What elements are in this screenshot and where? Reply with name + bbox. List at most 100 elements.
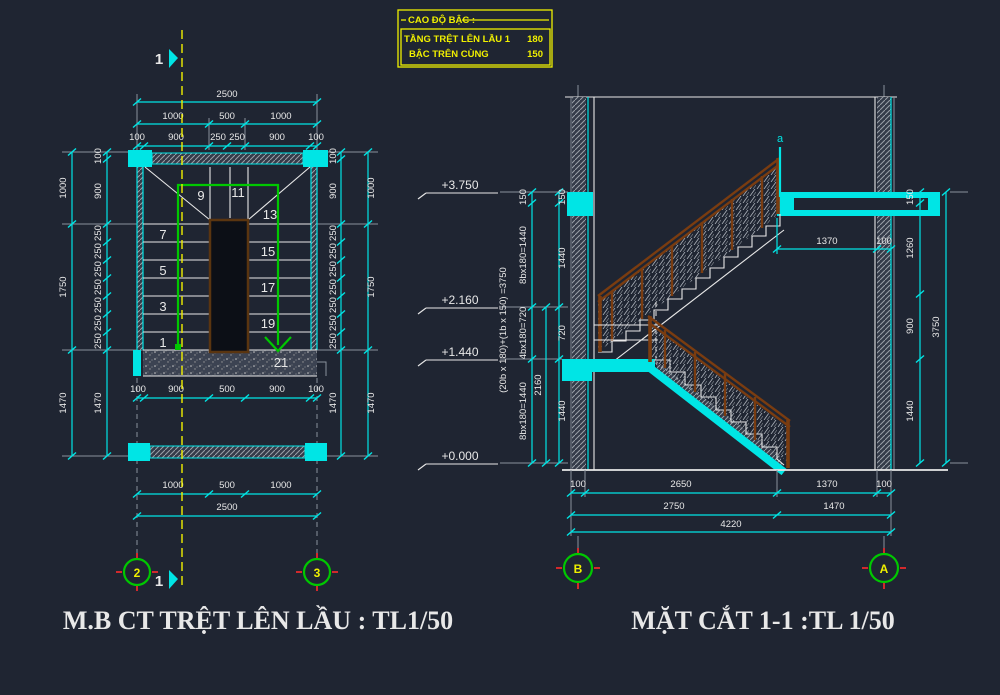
dim-label: 250 — [328, 315, 339, 331]
dim-label: 250 — [93, 261, 104, 277]
dim-label: 100 — [876, 236, 892, 247]
section-dims-right: 150 1260 900 1440 3750 — [905, 187, 968, 468]
dim-label: 100 — [570, 479, 586, 490]
dim-label: 900 — [168, 384, 184, 395]
dim-label: 1470 — [93, 392, 104, 413]
dim-label: 900 — [269, 132, 285, 143]
legend-row1-value: 180 — [527, 34, 543, 45]
dim-label: 2160 — [533, 374, 544, 395]
elevation-label: +1.440 — [441, 345, 478, 359]
dim-label: 1370 — [816, 236, 837, 247]
dim-label: 900 — [93, 183, 104, 199]
dim-label: 250 — [93, 225, 104, 241]
grid-bubble-label: B — [574, 562, 583, 576]
dim-label: 250 — [93, 315, 104, 331]
section-cut-label-top: 1 — [155, 51, 163, 68]
handrail-upper — [597, 157, 781, 297]
step-number: 21 — [274, 355, 288, 370]
dim-label: 250 — [328, 225, 339, 241]
section-detail-marker: a — [777, 133, 784, 197]
section-dims-landing: 1370 100 — [772, 218, 896, 254]
plan-title: M.B CT TRỆT LÊN LẦU : TL1/50 — [63, 606, 453, 635]
dim-label: 2650 — [670, 479, 691, 490]
dim-label: 250 — [328, 297, 339, 313]
stair-stringer — [647, 364, 787, 476]
step-number: 17 — [261, 280, 275, 295]
plan-grid-bubbles: 2 3 — [116, 553, 338, 591]
legend-title: CAO ĐỘ BẬC : — [408, 14, 475, 26]
dim-label: 720 — [557, 325, 568, 341]
elevation-label: +2.160 — [441, 293, 478, 307]
plan-ground-hatch — [143, 350, 317, 376]
step-number: 3 — [159, 299, 166, 314]
section-cut-label-bottom: 1 — [155, 573, 163, 590]
elevation-label: +3.750 — [441, 178, 478, 192]
legend-row1-label: TẦNG TRỆT LÊN LẦU 1 — [404, 33, 511, 45]
step-number: 5 — [159, 263, 166, 278]
dim-label: 1750 — [58, 276, 69, 297]
legend-row2-value: 150 — [527, 49, 543, 60]
grid-bubble-label: 3 — [314, 566, 321, 580]
dim-label: 100 — [130, 384, 146, 395]
dim-label: 250 — [93, 279, 104, 295]
dim-label: 100 — [328, 148, 339, 164]
dim-label: 1370 — [816, 479, 837, 490]
stair-section-view: a 1370 100 +3.750 +2.160 +1.440 +0.000 (… — [417, 85, 968, 635]
dim-label: 1000 — [270, 480, 291, 491]
section-dims-left: 150 8bx180=1440 4bx180=720 8bx180=1440 2… — [518, 187, 568, 468]
plan-stair-void — [208, 218, 250, 354]
dim-label: 100 — [93, 148, 104, 164]
dim-label: 1750 — [366, 276, 377, 297]
step-number: 19 — [261, 316, 275, 331]
dim-label: 900 — [328, 183, 339, 199]
step-number: 11 — [231, 185, 245, 200]
elevation-label: +0.000 — [441, 449, 478, 463]
legend-box: CAO ĐỘ BẬC : TẦNG TRỆT LÊN LẦU 1 180 BẬC… — [397, 9, 553, 68]
dim-label: 1000 — [162, 111, 183, 122]
dim-label: 100 — [876, 479, 892, 490]
dim-label: 1470 — [366, 392, 377, 413]
dim-label: 900 — [168, 132, 184, 143]
step-number: 13 — [263, 207, 277, 222]
plan-stair-treads — [143, 166, 317, 377]
section-grid-bubbles: B A — [556, 536, 906, 589]
dim-label: 150 — [518, 189, 529, 205]
plan-extension-lines — [62, 94, 378, 556]
plan-dims-bottom: 100 900 500 900 100 1000 500 1000 2500 — [128, 384, 327, 521]
dim-label: 250 — [93, 333, 104, 349]
plan-walls — [128, 150, 328, 376]
riser-note: (20b x 180)+(1b x 150) =3750 — [498, 267, 509, 393]
section-walls — [565, 85, 897, 470]
dim-label: 1260 — [905, 237, 916, 258]
dim-label: 8bx180=1440 — [518, 226, 529, 284]
grid-bubble-label: A — [880, 562, 889, 576]
section-cut-arrow-top — [169, 49, 178, 68]
grid-bubble-label: 2 — [134, 566, 141, 580]
section-dims-bottom: 100 2650 1370 100 2750 1470 4220 — [566, 470, 896, 537]
dim-label: 500 — [219, 384, 235, 395]
dim-label: 2500 — [216, 89, 237, 100]
dim-label: 250 — [328, 261, 339, 277]
dim-label: 1440 — [905, 400, 916, 421]
dim-label: 150 — [557, 189, 568, 205]
section-cut-arrow-bottom — [169, 570, 178, 589]
dim-label: 150 — [905, 189, 916, 205]
dim-label: 3750 — [931, 316, 942, 337]
dim-label: 1470 — [328, 392, 339, 413]
dim-label: 500 — [219, 480, 235, 491]
dim-label: 900 — [905, 318, 916, 334]
section-title: MẶT CẮT 1-1 :TL 1/50 — [631, 606, 894, 635]
dim-label: 250 — [93, 297, 104, 313]
dim-label: 250 — [328, 333, 339, 349]
plan-column-topright — [303, 150, 328, 167]
dim-label: 1000 — [270, 111, 291, 122]
dim-label: 900 — [269, 384, 285, 395]
dim-label: 100 — [308, 384, 324, 395]
dim-label: 1440 — [557, 400, 568, 421]
dim-label: 4bx180=720 — [518, 307, 529, 360]
dim-label: 1440 — [557, 247, 568, 268]
dim-label: 250 — [229, 132, 245, 143]
